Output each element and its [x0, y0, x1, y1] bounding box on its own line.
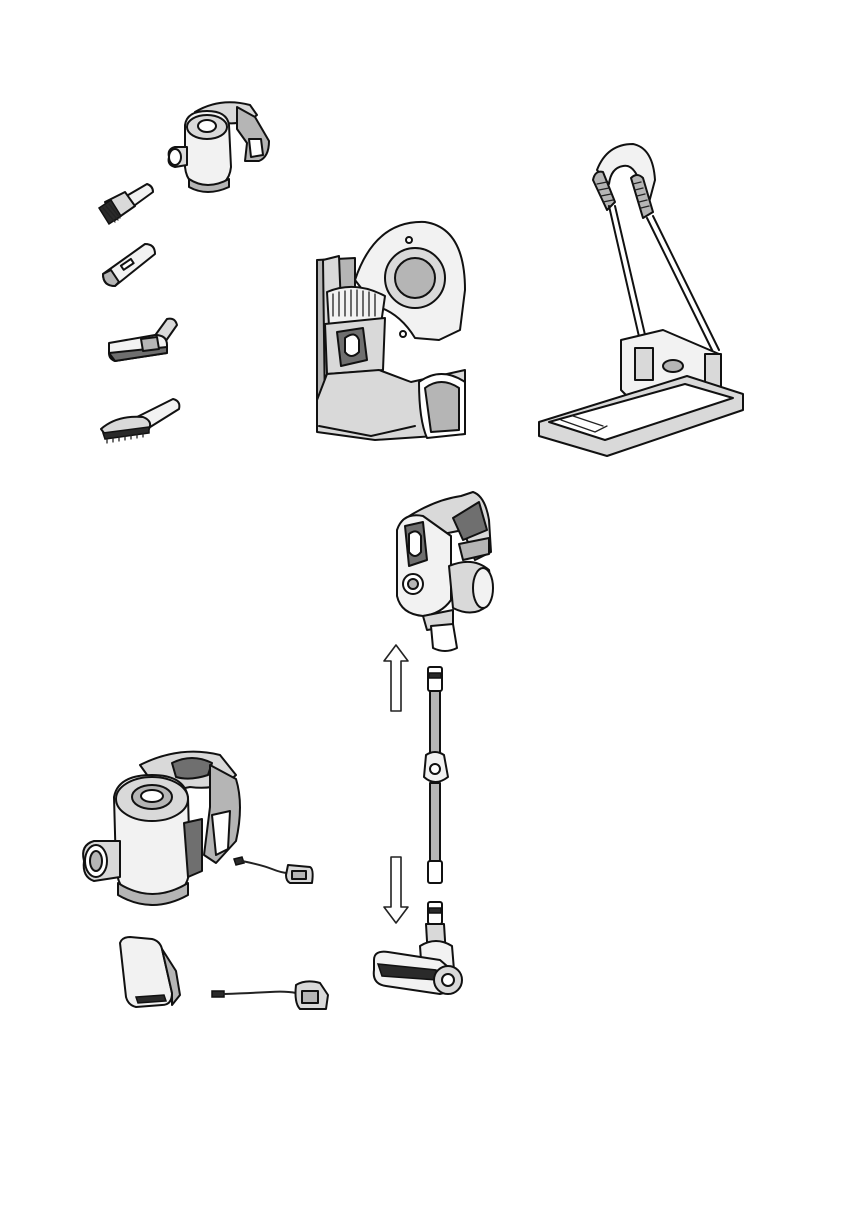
- wall-mount-bracket-illustration: [315, 220, 467, 445]
- extension-tube-illustration: [418, 665, 454, 887]
- upward-arrow: [382, 643, 410, 713]
- crevice-tool-illustration: [97, 238, 159, 290]
- battery-pack-illustration: [112, 935, 184, 1010]
- floor-stand-illustration: [537, 140, 749, 458]
- crevice-brush-tool-illustration: [95, 178, 157, 228]
- charger-cable-illustration: [232, 855, 317, 890]
- dusting-brush-illustration: [97, 395, 187, 443]
- handheld-unit-illustration: [165, 97, 275, 197]
- handheld-unit-bottom-illustration: [80, 745, 245, 910]
- power-adapter-illustration: [210, 975, 330, 1015]
- main-unit-illustration: [393, 490, 503, 655]
- floor-brush-head-illustration: [370, 900, 470, 1000]
- mini-motorized-brush-illustration: [105, 313, 185, 368]
